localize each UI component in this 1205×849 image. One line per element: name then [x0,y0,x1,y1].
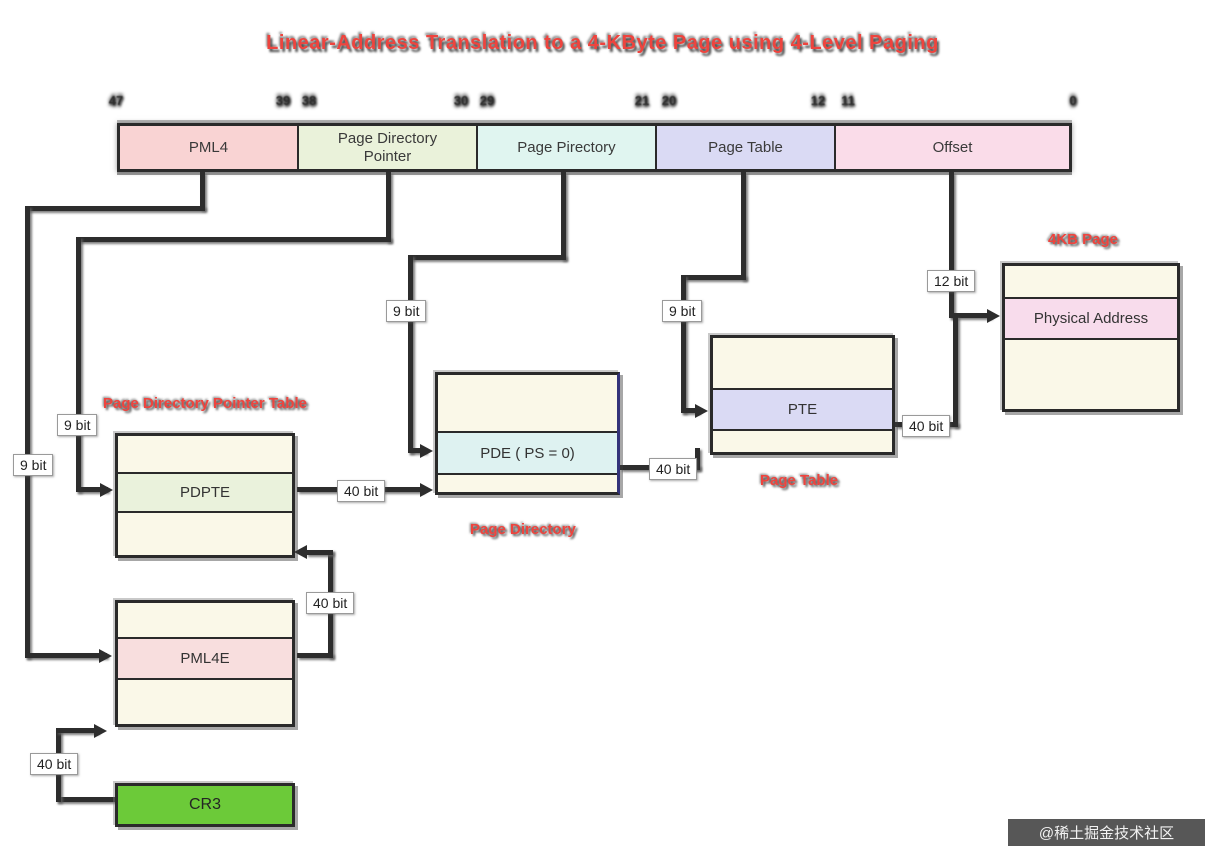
connector-pml4-h2 [25,653,107,658]
page-table-row-top [713,338,892,390]
diagram-title: Linear-Address Translation to a 4-KByte … [266,32,939,54]
page-directory-row-bottom [438,475,617,492]
pdpt-row-top [118,436,292,474]
connector-pdp-v2 [76,237,81,492]
label-9bit-pdp: 9 bit [57,414,98,436]
bar-field-page-directory: Page Pirectory [476,126,655,169]
pdpt-table: PDPTE [115,433,295,558]
bit-marker-39: 39 [275,93,291,108]
caption-page-directory: Page Directory [470,521,576,538]
label-40bit-pte: 40 bit [902,415,951,437]
bit-marker-30: 30 [453,93,469,108]
physical-page-box: Physical Address [1002,263,1180,412]
bit-marker-11: 11 [841,93,855,108]
label-40bit-pml4e: 40 bit [306,592,355,614]
page-directory-row-top [438,375,617,433]
pdpt-row-bottom [118,513,292,555]
label-9bit-pd: 9 bit [386,300,427,322]
bit-marker-38: 38 [301,93,317,108]
label-12bit-offset: 12 bit [927,270,976,292]
caption-pdpt-table: Page Directory Pointer Table [103,395,307,412]
connector-pte-out-v [953,316,958,427]
connector-pd-v2 [408,255,413,453]
arrowhead-into-pdpt-table [294,545,307,559]
connector-cr3-h1 [56,797,116,802]
connector-pdp-v1 [386,172,391,242]
arrowhead-into-physical-address [987,309,1000,323]
arrowhead-into-pde [420,444,433,458]
connector-pd-h2 [408,448,426,453]
bit-marker-21: 21 [634,93,650,108]
connector-pml4e-out-h2 [306,550,333,555]
page-table-table: PTE [710,335,895,455]
connector-pml4-h1 [25,206,205,211]
page-table-row-bottom [713,431,892,452]
bar-field-offset: Offset [834,126,1069,169]
connector-offset-h1 [949,313,991,318]
connector-pdp-h1 [76,237,391,242]
connector-offset-v1 [949,172,954,318]
connector-pt-h1 [681,275,746,280]
connector-pt-v1 [741,172,746,280]
pml4-row-bottom [118,680,292,724]
connector-pml4-v1 [200,172,205,210]
connector-pml4-v2 [25,206,30,658]
pdpt-row-pdpte: PDPTE [118,474,292,513]
connector-cr3-h2 [56,728,98,733]
connector-pt-h2 [681,408,699,413]
label-40bit-cr3: 40 bit [30,753,79,775]
label-9bit-pml4: 9 bit [13,454,54,476]
pml4-table: PML4E [115,600,295,727]
connector-pd-v1 [561,172,566,260]
arrowhead-into-pml4-table [94,724,107,738]
pml4-row-pml4e: PML4E [118,639,292,680]
bit-marker-20: 20 [661,93,677,108]
physical-page-row-address: Physical Address [1005,299,1177,340]
bit-marker-47: 47 [108,93,124,108]
label-40bit-pde: 40 bit [649,458,698,480]
physical-page-row-bottom [1005,340,1177,409]
page-table-row-pte: PTE [713,390,892,431]
label-40bit-pdpte: 40 bit [337,480,386,502]
pml4-row-top [118,603,292,639]
bit-marker-0: 0 [1069,93,1077,108]
linear-address-bar: PML4 Page Directory Pointer Page Pirecto… [117,123,1072,172]
arrowhead-into-pdpte [100,483,113,497]
label-9bit-pt: 9 bit [662,300,703,322]
bar-field-page-table: Page Table [655,126,834,169]
arrowhead-into-pml4e [99,649,112,663]
bit-marker-12: 12 [810,93,826,108]
watermark-badge: @稀土掘金技术社区 [1008,819,1205,846]
connector-pml4e-out-h1 [297,653,333,658]
arrowhead-into-page-directory [420,483,433,497]
caption-4kb-page: 4KB Page [1048,231,1119,248]
page-directory-table: PDE ( PS = 0) [435,372,620,495]
physical-page-row-top [1005,266,1177,299]
caption-page-table: Page Table [760,472,839,489]
connector-pd-h1 [408,255,566,260]
arrowhead-into-pte [695,404,708,418]
connector-pde-out-v [695,448,700,470]
bar-field-page-directory-pointer: Page Directory Pointer [297,126,476,169]
bit-marker-29: 29 [479,93,495,108]
connector-pt-v2 [681,275,686,413]
cr3-register: CR3 [115,783,295,827]
bar-field-pml4: PML4 [120,126,297,169]
connector-pdp-h2 [76,487,108,492]
page-directory-row-pde: PDE ( PS = 0) [438,433,617,475]
